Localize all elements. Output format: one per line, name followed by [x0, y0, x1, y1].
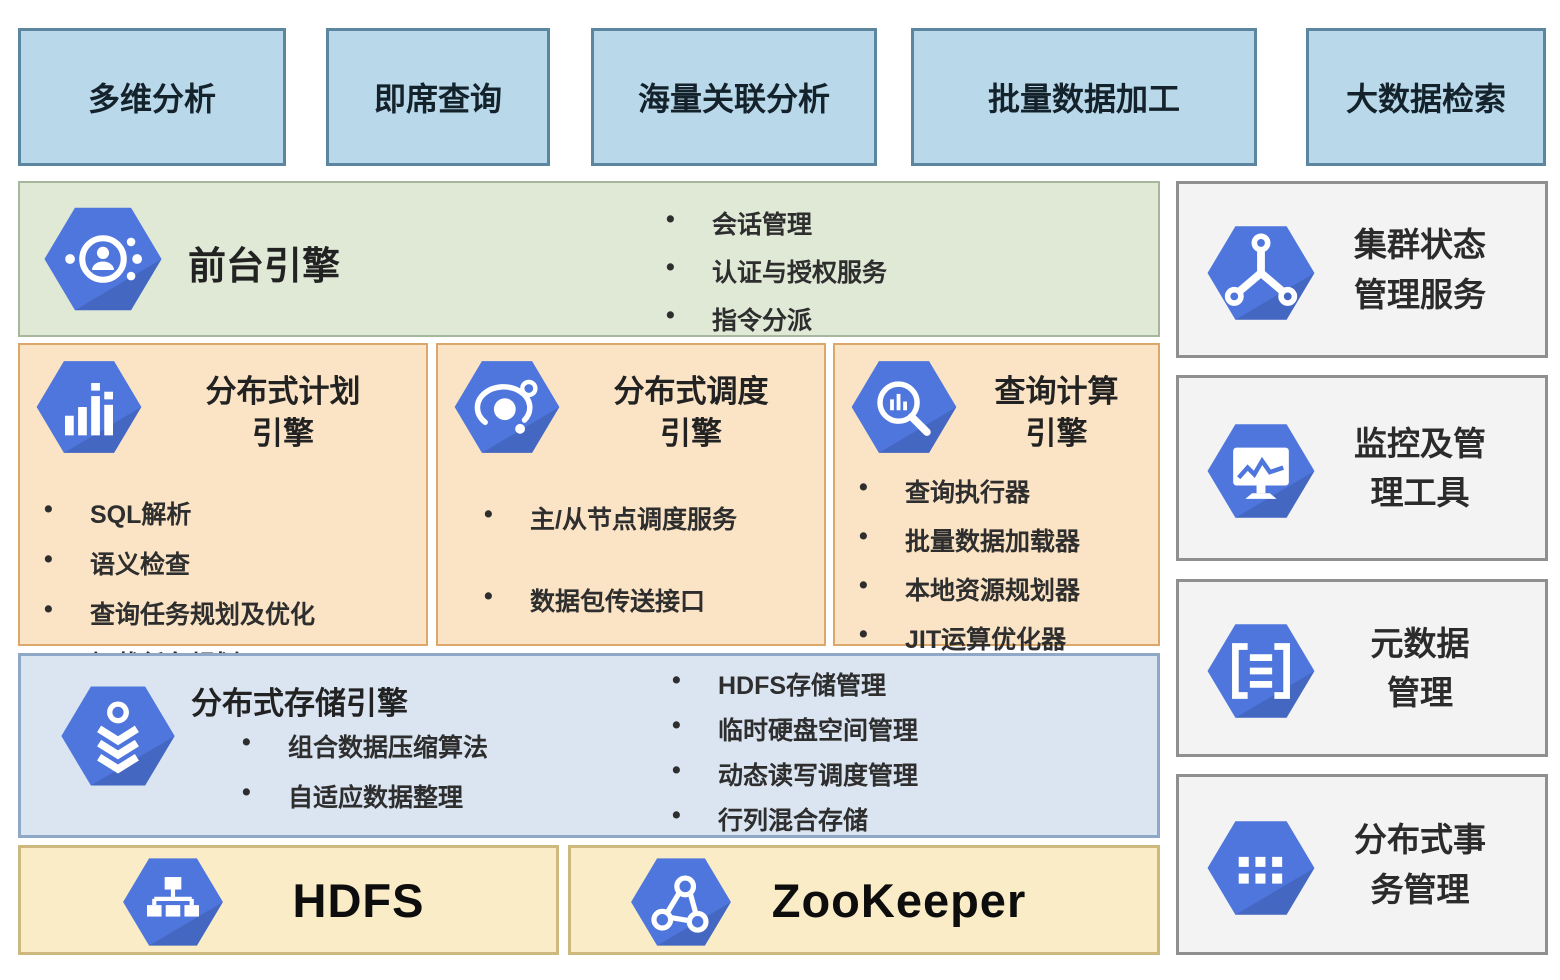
monitoring-tools-icon — [1207, 424, 1315, 518]
storage-engine-right-bullet-list: HDFS存储管理 临时硬盘空间管理 动态读写调度管理 行列混合存储 — [666, 666, 918, 846]
bullet-item: 数据包传送接口 — [478, 582, 737, 618]
storage-engine-title: 分布式存储引擎 — [191, 686, 408, 721]
app-box-multidim-analysis: 多维分析 — [18, 28, 286, 166]
app-box-label: 海量关联分析 — [637, 81, 830, 117]
frontend-engine-title: 前台引擎 — [188, 246, 341, 288]
hdfs-icon — [123, 858, 223, 946]
app-box-label: 批量数据加工 — [987, 81, 1180, 117]
bullet-item: 本地资源规划器 — [853, 571, 1080, 607]
bullet-item: 自适应数据整理 — [236, 778, 488, 814]
metadata-management-panel: 元数据 管理 — [1176, 579, 1548, 757]
engine-title: 分布式调度 引擎 — [568, 371, 814, 455]
app-box-label: 大数据检索 — [1345, 81, 1506, 117]
engine-title-line1: 分布式计划 — [205, 374, 361, 409]
app-box-adhoc-query: 即席查询 — [326, 28, 550, 166]
right-panel-label-line1: 监控及管 — [1354, 424, 1486, 462]
right-panel-label-line2: 理工具 — [1370, 474, 1470, 511]
zookeeper-icon — [631, 858, 731, 946]
right-panel-label: 元数据 管理 — [1309, 619, 1531, 718]
right-panel-label-line1: 集群状态 — [1354, 226, 1486, 263]
bullet-item: 语义检查 — [38, 545, 315, 581]
distributed-transaction-panel: 分布式事 务管理 — [1176, 774, 1548, 955]
query-engine-bullet-list: 查询执行器 批量数据加载器 本地资源规划器 JIT运算优化器 — [853, 473, 1080, 669]
app-box-batch-data-processing: 批量数据加工 — [911, 28, 1257, 166]
storage-engine-left-bullet-list: 组合数据压缩算法 自适应数据整理 — [236, 728, 488, 828]
hdfs-panel: HDFS — [18, 845, 559, 955]
bullet-item: 查询执行器 — [853, 473, 1080, 509]
bullet-item: 认证与授权服务 — [660, 253, 887, 289]
zookeeper-label: ZooKeeper — [771, 873, 1027, 927]
plan-engine-icon — [36, 361, 142, 453]
monitoring-tools-panel: 监控及管 理工具 — [1176, 375, 1548, 561]
frontend-engine-panel: 前台引擎 会话管理 认证与授权服务 指令分派 — [18, 181, 1160, 337]
scheduler-engine-bullet-list: 主/从节点调度服务 数据包传送接口 — [478, 500, 737, 664]
query-engine-icon — [851, 361, 957, 453]
distributed-scheduling-engine-panel: 分布式调度 引擎 主/从节点调度服务 数据包传送接口 — [436, 343, 826, 646]
right-panel-label-line2: 管理 — [1387, 674, 1453, 711]
right-panel-label-line2: 务管理 — [1370, 870, 1470, 908]
scheduler-engine-icon — [454, 361, 560, 453]
distributed-planning-engine-panel: 分布式计划 引擎 SQL解析 语义检查 查询任务规划及优化 加载任务规划 — [18, 343, 428, 679]
query-compute-engine-panel: 查询计算 引擎 查询执行器 批量数据加载器 本地资源规划器 JIT运算优化器 — [833, 343, 1160, 654]
engine-title-line1: 分布式调度 — [613, 374, 769, 409]
engine-title: 查询计算 引擎 — [965, 371, 1148, 455]
right-panel-label-line1: 元数据 — [1370, 624, 1470, 662]
engine-title-line2: 引擎 — [1025, 415, 1088, 451]
bullet-item: 动态读写调度管理 — [666, 756, 918, 792]
bullet-item: 批量数据加载器 — [853, 522, 1080, 558]
transaction-icon — [1207, 821, 1315, 915]
bullet-item: 组合数据压缩算法 — [236, 728, 488, 764]
app-box-label: 多维分析 — [87, 81, 216, 117]
frontend-engine-bullet-list: 会话管理 认证与授权服务 指令分派 — [660, 205, 887, 349]
bullet-item: 临时硬盘空间管理 — [666, 711, 918, 747]
right-panel-label-line1: 分布式事 — [1354, 821, 1486, 858]
bullet-item: 主/从节点调度服务 — [478, 500, 737, 536]
app-box-label: 即席查询 — [373, 81, 502, 117]
distributed-storage-engine-panel: 分布式存储引擎 组合数据压缩算法 自适应数据整理 HDFS存储管理 临时硬盘空间… — [18, 653, 1160, 838]
hdfs-label: HDFS — [292, 873, 425, 927]
right-panel-label-line2: 管理服务 — [1354, 275, 1486, 313]
bullet-item: 行列混合存储 — [666, 801, 918, 837]
bullet-item: JIT运算优化器 — [853, 620, 1080, 656]
cluster-state-icon — [1207, 226, 1315, 320]
engine-title-line1: 查询计算 — [994, 374, 1119, 409]
metadata-icon — [1207, 624, 1315, 718]
bullet-item: 查询任务规划及优化 — [38, 595, 315, 631]
bullet-item: HDFS存储管理 — [666, 666, 918, 702]
storage-engine-icon — [61, 686, 175, 786]
right-panel-label: 集群状态 管理服务 — [1309, 220, 1531, 319]
app-box-bigdata-search: 大数据检索 — [1306, 28, 1546, 166]
frontend-engine-icon — [44, 207, 162, 311]
right-panel-label: 分布式事 务管理 — [1309, 815, 1531, 914]
app-box-mass-association-analysis: 海量关联分析 — [591, 28, 877, 166]
engine-title-line2: 引擎 — [660, 415, 722, 451]
cluster-state-service-panel: 集群状态 管理服务 — [1176, 181, 1548, 358]
zookeeper-panel: ZooKeeper — [568, 845, 1160, 955]
bullet-item: 会话管理 — [660, 205, 887, 241]
bullet-item: 指令分派 — [660, 301, 887, 337]
engine-title: 分布式计划 引擎 — [150, 371, 416, 455]
right-panel-label: 监控及管 理工具 — [1309, 419, 1531, 518]
engine-title-line2: 引擎 — [252, 415, 314, 451]
bullet-item: SQL解析 — [38, 495, 315, 531]
